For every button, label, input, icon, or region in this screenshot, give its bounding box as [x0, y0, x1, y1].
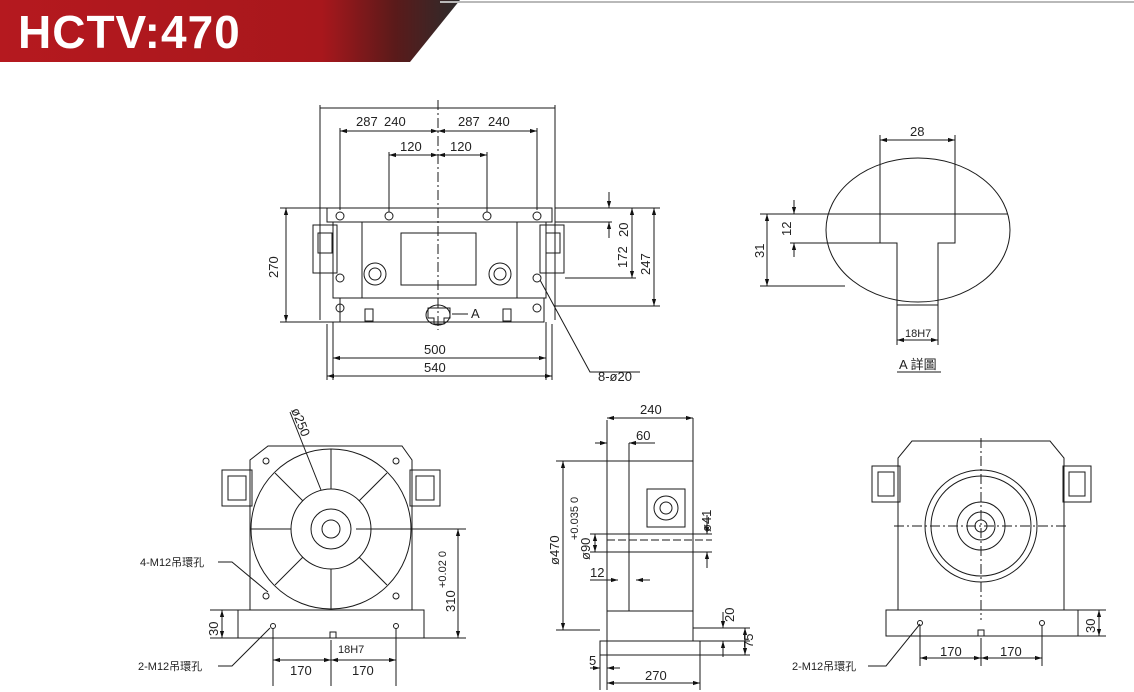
- label-hoist-4: 4-M12吊環孔: [140, 556, 204, 569]
- dim-d90: ø90: [578, 538, 593, 560]
- dim-240-side: 240: [640, 402, 662, 417]
- dim-270: 270: [266, 256, 281, 278]
- label-8-holes: 8-ø20: [598, 369, 632, 384]
- dim-30-rear: 30: [1083, 619, 1098, 633]
- dim-540: 540: [424, 360, 446, 375]
- dim-5: 5: [589, 653, 596, 668]
- dim-120-left: 120: [400, 139, 422, 154]
- dim-240-left: 240: [384, 114, 406, 129]
- dim-31: 31: [752, 244, 767, 258]
- dim-18h7-front: 18H7: [338, 644, 364, 656]
- dim-310: 310: [443, 590, 458, 612]
- dim-12-side: 12: [590, 565, 604, 580]
- dim-270-side: 270: [645, 668, 667, 683]
- dim-d41: ø41: [699, 510, 714, 532]
- label-hoist-2-front: 2-M12吊環孔: [138, 660, 202, 673]
- dim-d250: ø250: [288, 406, 313, 439]
- dim-170-left-rear: 170: [940, 644, 962, 659]
- dim-18h7: 18H7: [905, 328, 931, 340]
- dim-12: 12: [779, 222, 794, 236]
- banner-shape: [0, 0, 460, 62]
- dim-20: 20: [616, 223, 631, 237]
- callout-a: A: [471, 306, 480, 321]
- dim-170-right-front: 170: [352, 663, 374, 678]
- dim-30-front: 30: [206, 622, 221, 636]
- dim-247: 247: [638, 253, 653, 275]
- rear-view: [868, 438, 1106, 667]
- dim-170-left-front: 170: [290, 663, 312, 678]
- detail-a-caption: A 詳圖: [899, 357, 937, 372]
- dim-20-side: 20: [722, 608, 737, 622]
- side-view: [556, 415, 750, 690]
- dim-75: 75: [741, 634, 756, 648]
- dim-d90-tol: +0.035 0: [569, 497, 581, 540]
- front-view: [210, 411, 466, 686]
- dim-310-tol: +0.02 0: [437, 551, 449, 588]
- dim-287-right: 287: [458, 114, 480, 129]
- dim-170-right-rear: 170: [1000, 644, 1022, 659]
- detail-a-view: [760, 135, 1011, 373]
- label-hoist-2-rear: 2-M12吊環孔: [792, 660, 856, 673]
- dim-120-right: 120: [450, 139, 472, 154]
- title-banner: HCTV:470: [0, 0, 460, 62]
- dim-60: 60: [636, 428, 650, 443]
- dim-500: 500: [424, 342, 446, 357]
- dim-28: 28: [910, 124, 924, 139]
- dim-172: 172: [615, 246, 630, 268]
- top-view: [280, 100, 660, 380]
- header-rule: [440, 1, 1134, 3]
- dim-d470: ø470: [547, 535, 562, 565]
- dim-287-left: 287: [356, 114, 378, 129]
- page-title: HCTV:470: [18, 6, 241, 58]
- dim-240-right: 240: [488, 114, 510, 129]
